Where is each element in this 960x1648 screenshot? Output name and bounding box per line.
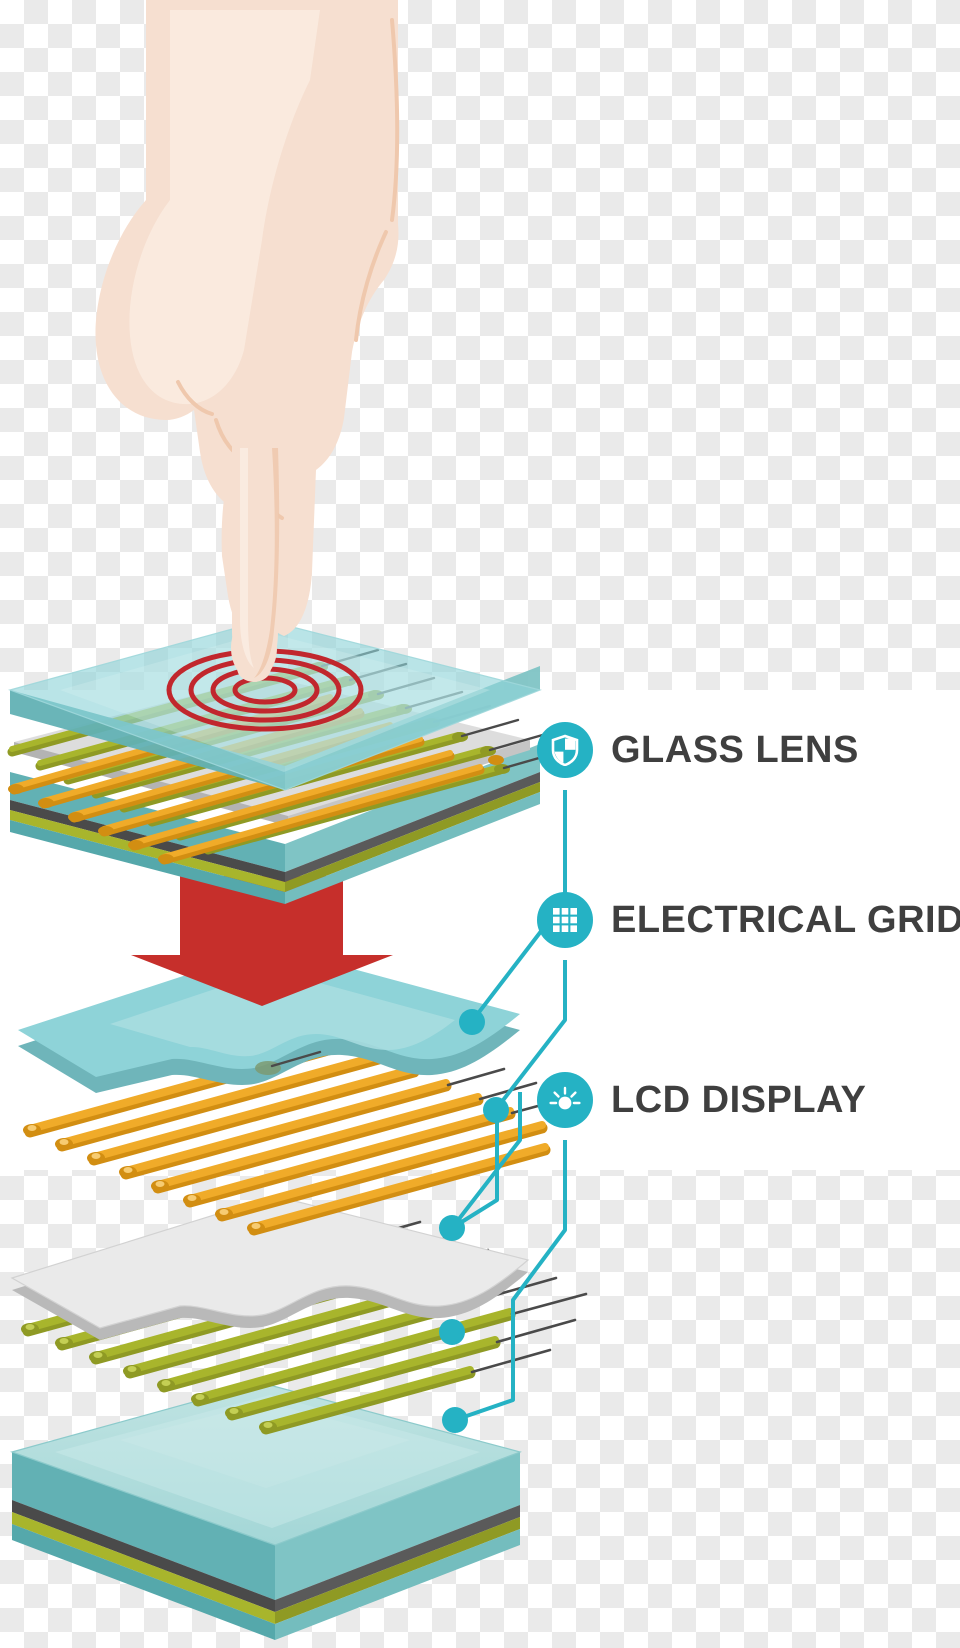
white-backdrop-right <box>520 690 960 1170</box>
bottom-lcd-glass-layer <box>10 1382 522 1640</box>
gray-substrate-layer <box>10 1195 530 1340</box>
brightness-sun-icon <box>537 1072 593 1128</box>
legend-label-electrical-grid: ELECTRICAL GRID <box>611 898 960 941</box>
callout-dots <box>439 1009 509 1433</box>
legend-item-lcd-display[interactable]: LCD DISPLAY <box>537 1072 866 1128</box>
callout-connectors <box>450 790 567 1422</box>
legend-label-lcd-display: LCD DISPLAY <box>611 1078 867 1121</box>
connector-dot-lcd-glass <box>442 1407 468 1433</box>
hand-illustration <box>95 0 400 682</box>
pressure-arrow <box>131 876 393 1006</box>
connector-dot-mid-glass <box>459 1009 485 1035</box>
legend-item-glass-lens[interactable]: GLASS LENS <box>537 722 859 778</box>
connector-dot-olive-grid <box>439 1319 465 1345</box>
mid-glass-wave-layer <box>18 947 520 1093</box>
shield-icon <box>537 722 593 778</box>
legend-item-electrical-grid[interactable]: ELECTRICAL GRID <box>537 892 960 948</box>
grid-icon <box>537 892 593 948</box>
connector-dot-gray-sheet <box>439 1215 465 1241</box>
connector-dot-orange-grid <box>483 1097 509 1123</box>
legend-label-glass-lens: GLASS LENS <box>611 728 859 771</box>
